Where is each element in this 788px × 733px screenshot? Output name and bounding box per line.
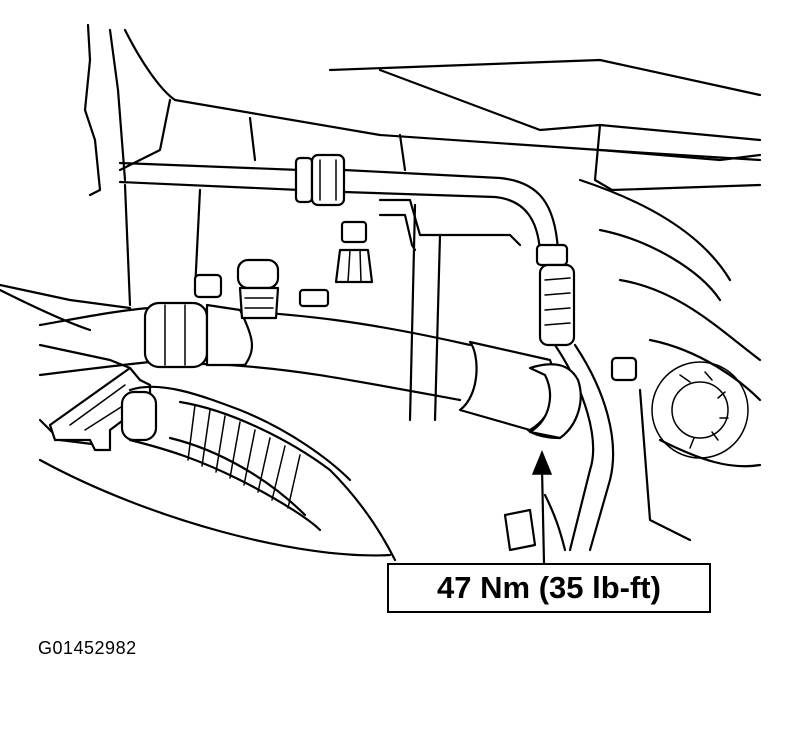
torque-pointer-arrow xyxy=(531,450,553,565)
upper-line-tube xyxy=(118,153,560,254)
lower-left-body xyxy=(0,283,397,562)
right-fitting xyxy=(535,243,615,552)
right-machinery xyxy=(578,178,762,542)
upper-frame xyxy=(83,23,762,307)
torque-callout-box: 47 Nm (35 lb-ft) xyxy=(387,563,711,613)
mounting-bracket xyxy=(334,198,522,422)
flexible-hose xyxy=(120,385,352,532)
service-port xyxy=(193,258,330,320)
small-clip xyxy=(503,493,567,552)
torque-spec-label: 47 Nm (35 lb-ft) xyxy=(437,570,661,605)
figure-id: G01452982 xyxy=(38,638,137,658)
